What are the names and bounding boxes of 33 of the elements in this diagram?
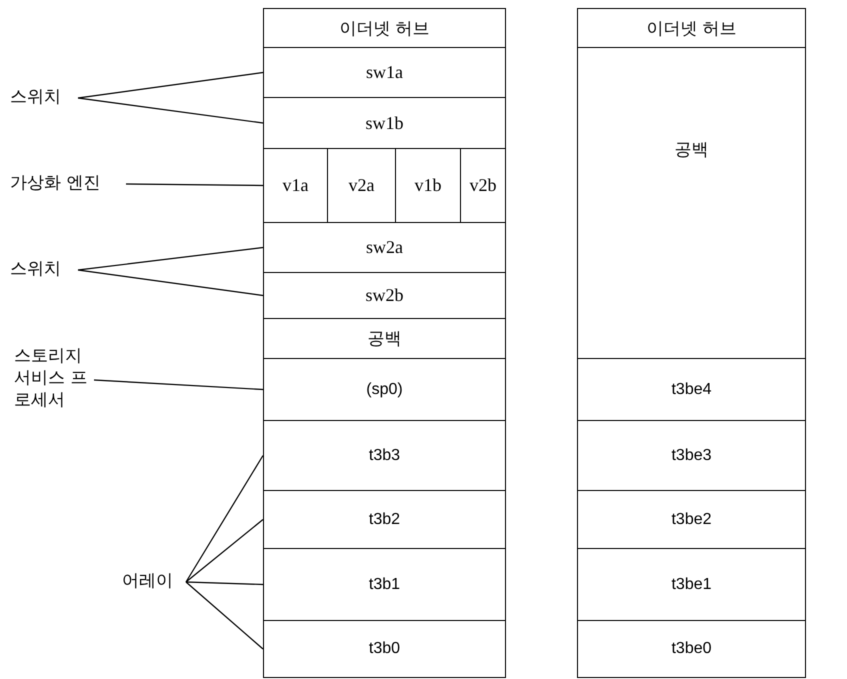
part-label: 스위치 bbox=[10, 258, 74, 282]
rack-slot: sw1a bbox=[263, 47, 506, 98]
rack-slot: t3b3 bbox=[263, 420, 506, 491]
rack-slot: t3be4 bbox=[577, 358, 806, 421]
rack-slot: t3b1 bbox=[263, 548, 506, 621]
leader-line bbox=[186, 519, 264, 582]
rack-slot: t3be3 bbox=[577, 420, 806, 491]
leader-line bbox=[126, 183, 263, 186]
rack-slot: t3be0 bbox=[577, 620, 806, 678]
leader-line bbox=[94, 379, 264, 390]
rack-slot: sw2b bbox=[263, 272, 506, 319]
rack-slot: sw1b bbox=[263, 97, 506, 149]
rack-slot: t3b2 bbox=[263, 490, 506, 549]
rack-slot: t3be1 bbox=[577, 548, 806, 621]
leader-line bbox=[186, 581, 264, 586]
leader-line bbox=[78, 97, 264, 124]
rack-slot: sw2a bbox=[263, 222, 506, 273]
rack-slot: (sp0) bbox=[263, 358, 506, 421]
rack-slot: 이더넷 허브 bbox=[577, 8, 806, 48]
part-label: 가상화 엔진 bbox=[10, 172, 122, 196]
part-label: 어레이 bbox=[122, 570, 182, 594]
leader-line bbox=[78, 269, 264, 296]
rack-slot: 공백 bbox=[577, 47, 806, 359]
rack-slot: 공백 bbox=[263, 318, 506, 359]
leader-line bbox=[186, 582, 264, 650]
part-label: 스위치 bbox=[10, 86, 74, 110]
leader-line bbox=[78, 246, 264, 271]
rack-slot: t3b0 bbox=[263, 620, 506, 678]
leader-line bbox=[185, 455, 264, 582]
rack-slot: t3be2 bbox=[577, 490, 806, 549]
part-label: 스토리지 서비스 프로세서 bbox=[14, 345, 90, 415]
leader-line bbox=[78, 72, 264, 99]
rack-slot: 이더넷 허브 bbox=[263, 8, 506, 48]
